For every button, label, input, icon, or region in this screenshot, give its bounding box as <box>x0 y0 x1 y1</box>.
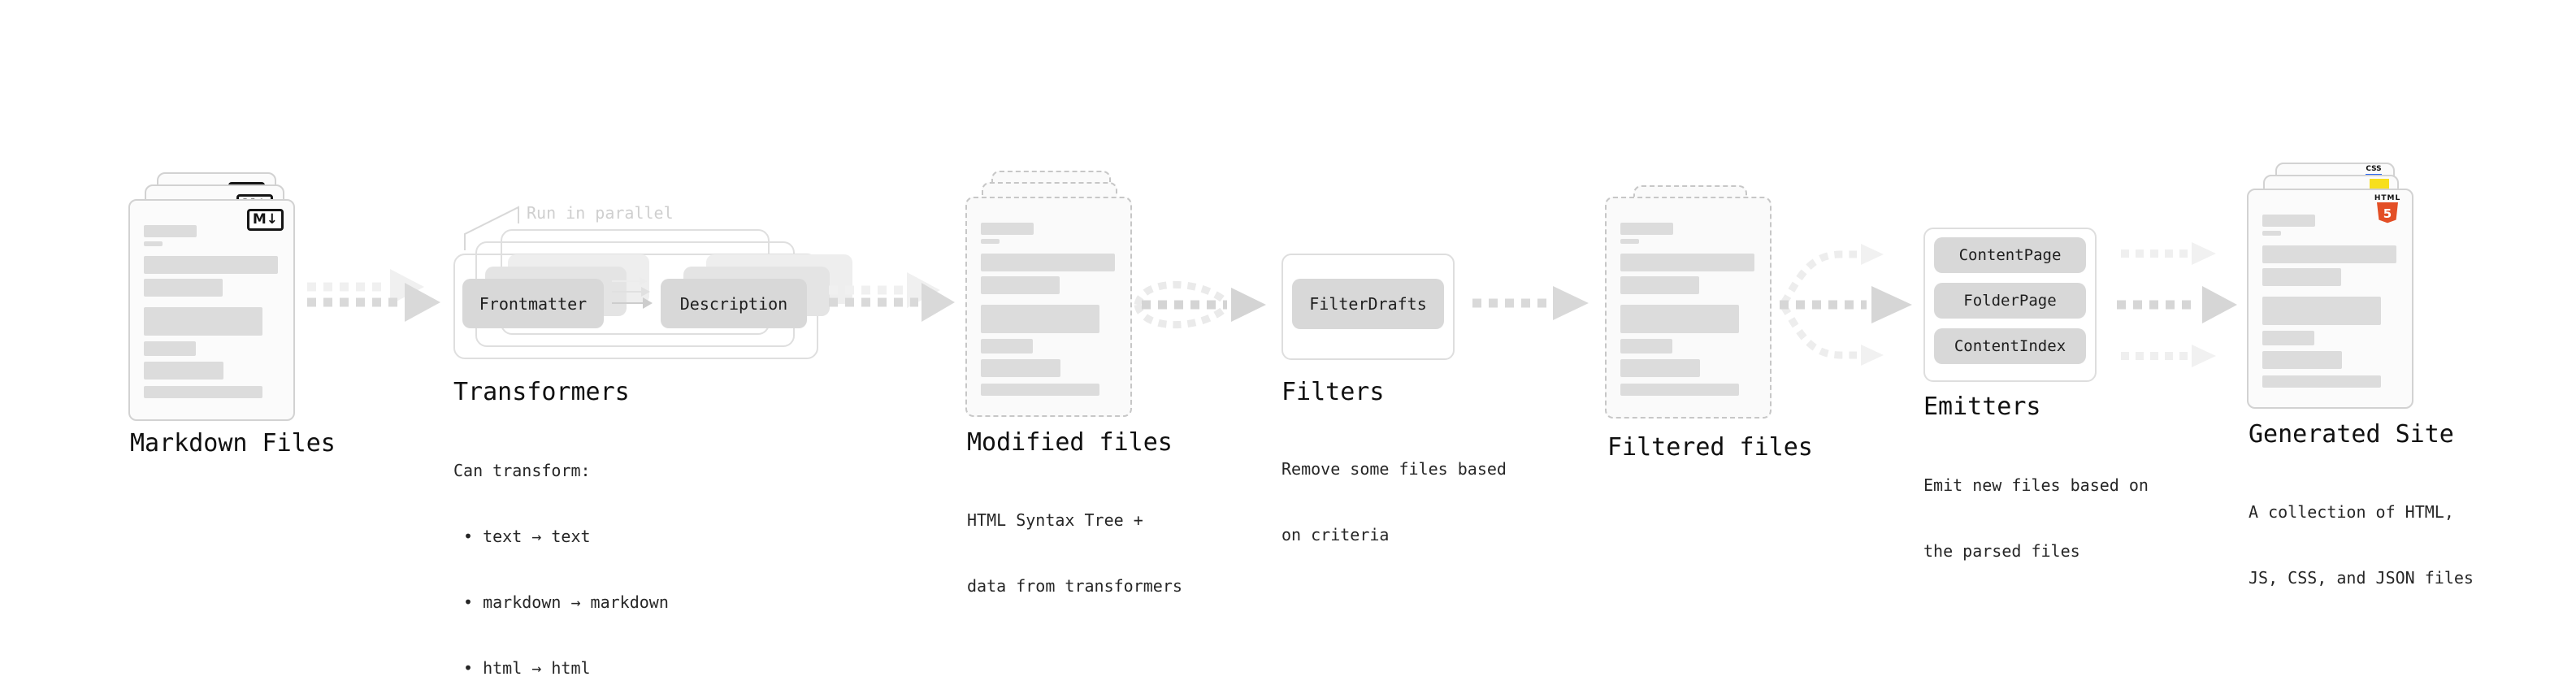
content-line-placeholder <box>981 276 1060 294</box>
flow-arrow-markdown-to-transformers <box>307 269 440 322</box>
content-line-placeholder <box>2262 268 2341 286</box>
html5-icon-word: HTML <box>2374 194 2401 202</box>
emitters-label: Emitters <box>1923 393 2041 421</box>
content-line-placeholder <box>981 305 1099 333</box>
transformers-stage: Run in parallel Frontmatter Description … <box>453 203 852 678</box>
description-line: the parsed files <box>1923 541 2080 561</box>
markdown-files-stage: M↓ M↓ M↓ Markdown Files <box>128 163 372 488</box>
emitters-description: Emit new files based on the parsed files <box>1923 431 2149 606</box>
description-line: A collection of HTML, <box>2249 502 2454 522</box>
file-content-placeholder <box>130 225 293 398</box>
content-line-placeholder <box>981 339 1033 354</box>
content-line-placeholder <box>144 341 196 356</box>
content-line-placeholder <box>981 384 1099 396</box>
file-content-placeholder <box>2249 215 2412 388</box>
filtered-files-label: Filtered files <box>1607 433 1813 462</box>
callout-line <box>464 206 519 250</box>
contentpage-chip: ContentPage <box>1934 237 2086 273</box>
filtered-files-stage: Filtered files <box>1605 174 1832 499</box>
modified-files-label: Modified files <box>967 428 1173 457</box>
html5-icon-shield: 5 <box>2377 202 2398 223</box>
contentindex-chip: ContentIndex <box>1934 328 2086 364</box>
description-line: on criteria <box>1281 525 1390 544</box>
file-card: M↓ <box>128 199 295 421</box>
svg-text:5: 5 <box>2383 206 2392 221</box>
description-line: • text → text <box>463 527 591 546</box>
generated-site-description: A collection of HTML, JS, CSS, and JSON … <box>2249 458 2474 633</box>
html5-icon: HTML 5 <box>2373 194 2402 225</box>
generated-site-label: Generated Site <box>2249 420 2454 449</box>
content-line-placeholder <box>144 307 262 336</box>
run-in-parallel-note: Run in parallel <box>527 203 674 223</box>
content-line-placeholder <box>1620 254 1754 271</box>
content-line-placeholder <box>981 359 1060 377</box>
description-line: Emit new files based on <box>1923 475 2149 495</box>
content-line-placeholder <box>2262 215 2315 227</box>
description-line: • markdown → markdown <box>463 592 669 612</box>
generated-site-stage: CSS HTML 5 Generated Site A collection o… <box>2247 163 2507 588</box>
emitters-stage: ContentPage FolderPage ContentIndex Emit… <box>1923 228 2167 561</box>
markdown-icon: M↓ <box>246 209 284 231</box>
description-line: HTML Syntax Tree + <box>967 510 1143 530</box>
parallel-arrows-icon <box>612 277 653 309</box>
content-line-placeholder <box>1620 359 1700 377</box>
filterdrafts-chip: FilterDrafts <box>1292 279 1444 329</box>
description-line: • html → html <box>463 658 591 678</box>
content-line-placeholder <box>1620 384 1739 396</box>
css-icon-label: CSS <box>2366 165 2382 173</box>
content-line-placeholder <box>2262 297 2381 325</box>
transformers-label: Transformers <box>453 378 630 406</box>
file-card <box>1605 197 1772 419</box>
modified-files-description: HTML Syntax Tree + data from transformer… <box>967 466 1182 641</box>
filters-label: Filters <box>1281 378 1385 406</box>
content-line-placeholder <box>144 362 223 380</box>
frontmatter-transformer-chip: Frontmatter <box>462 279 604 328</box>
description-line: Can transform: <box>453 461 591 480</box>
content-line-placeholder <box>2262 245 2396 263</box>
content-line-placeholder <box>1620 223 1673 235</box>
content-line-placeholder <box>2262 375 2381 388</box>
flow-arrow-filters-to-filtered <box>1472 286 1589 320</box>
file-content-placeholder <box>1607 223 1770 396</box>
description-line: data from transformers <box>967 576 1182 596</box>
content-line-placeholder <box>2262 231 2281 236</box>
content-line-placeholder <box>144 386 262 398</box>
description-line: JS, CSS, and JSON files <box>2249 568 2474 588</box>
description-line: Remove some files based <box>1281 459 1507 479</box>
content-line-placeholder <box>981 239 1000 244</box>
flow-arrow-filtered-to-emitters <box>1780 244 1912 366</box>
content-line-placeholder <box>144 279 223 297</box>
content-line-placeholder <box>1620 276 1699 294</box>
js-icon <box>2370 179 2389 189</box>
content-line-placeholder <box>144 256 278 274</box>
flow-arrow-modified-to-filters <box>1134 280 1266 329</box>
modified-files-stage: Modified files HTML Syntax Tree + data f… <box>965 161 1209 596</box>
description-transformer-chip: Description <box>661 279 807 328</box>
content-line-placeholder <box>1620 339 1672 354</box>
content-line-placeholder <box>2262 351 2342 369</box>
content-line-placeholder <box>144 225 197 237</box>
filters-stage: FilterDrafts Filters Remove some files b… <box>1281 254 1509 544</box>
content-line-placeholder <box>981 254 1115 271</box>
flow-arrow-transformers-to-modified <box>829 272 955 322</box>
transformers-description: Can transform: • text → text • markdown … <box>453 416 669 681</box>
file-card <box>965 197 1132 417</box>
content-line-placeholder <box>1620 305 1739 333</box>
content-line-placeholder <box>1620 239 1639 244</box>
content-line-placeholder <box>2262 331 2314 345</box>
flow-arrow-emitters-to-site <box>2117 242 2237 367</box>
folderpage-chip: FolderPage <box>1934 283 2086 319</box>
markdown-files-label: Markdown Files <box>130 429 336 458</box>
file-content-placeholder <box>967 223 1130 396</box>
file-card: HTML 5 <box>2247 189 2413 409</box>
filters-description: Remove some files based on criteria <box>1281 414 1507 590</box>
content-line-placeholder <box>981 223 1034 235</box>
content-line-placeholder <box>144 241 163 246</box>
